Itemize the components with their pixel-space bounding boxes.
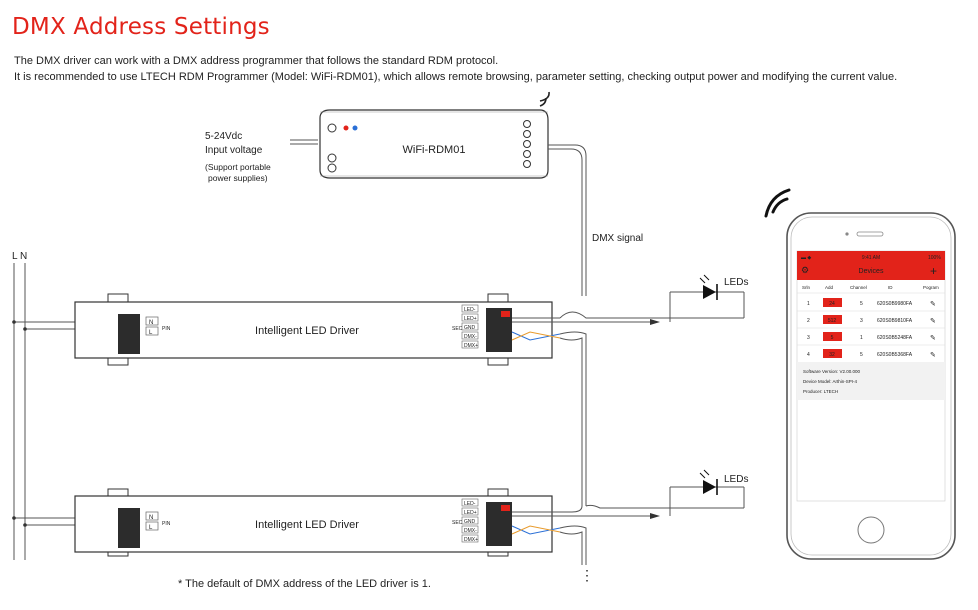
info-producer: Producer: LTECH <box>803 389 838 394</box>
edit-icon: ✎ <box>930 335 936 342</box>
phone-battery: 100% <box>928 255 941 261</box>
power-supply-label: 5-24Vdc Input voltage (Support portable … <box>205 131 318 183</box>
dmx-signal-label: DMX signal <box>592 233 643 244</box>
svg-text:1: 1 <box>807 301 810 307</box>
power-note-1: (Support portable <box>205 162 271 172</box>
dmx-cable <box>548 144 587 296</box>
driver-1-sec-tag: SEC <box>452 326 463 332</box>
driver-2-dmx-minus: DMX- <box>464 528 477 534</box>
footnote: * The default of DMX address of the LED … <box>178 578 431 590</box>
svg-text:512: 512 <box>828 318 837 324</box>
driver-1-input-n: N <box>149 320 153 326</box>
page-title: DMX Address Settings <box>12 14 270 40</box>
col-add: Add <box>825 285 834 290</box>
wifi-rdm01-programmer: WiFi-RDM01 <box>319 109 549 179</box>
col-srln: Srln <box>802 285 810 290</box>
driver-1-led-minus: LED- <box>464 307 476 313</box>
driver-2-gnd: GND <box>464 519 476 525</box>
svg-text:620S0B9980FA: 620S0B9980FA <box>877 301 913 307</box>
col-program: Pogram <box>923 285 939 290</box>
settings-gear-icon[interactable]: ⚙ <box>801 265 809 275</box>
driver-1-wiring <box>511 291 745 506</box>
led-driver-2: Intelligent LED Driver N L PIN LED- LED+… <box>74 488 553 557</box>
led-icon <box>699 469 718 495</box>
svg-text:4: 4 <box>807 352 810 358</box>
svg-text:2: 2 <box>807 318 810 324</box>
svg-text:3: 3 <box>807 335 810 341</box>
svg-text:3: 3 <box>860 318 863 324</box>
svg-text:620S0B9810FA: 620S0B9810FA <box>877 318 913 324</box>
phone-screen-title: Devices <box>859 268 884 275</box>
driver-1-led-plus: LED+ <box>464 316 477 322</box>
intro-line-1: The DMX driver can work with a DMX addre… <box>14 55 499 67</box>
driver-2-dmx-plus: DMX+ <box>464 537 478 543</box>
edit-icon: ✎ <box>930 352 936 359</box>
phone-time: 9:41 AM <box>862 255 880 261</box>
device-row[interactable]: 2 512 3 620S0B9810FA ✎ <box>797 315 945 329</box>
programmer-name: WiFi-RDM01 <box>403 144 466 156</box>
driver-1-dmx-plus: DMX+ <box>464 343 478 349</box>
driver-2-pin-tag: PIN <box>162 521 171 527</box>
power-input-label: Input voltage <box>205 145 263 156</box>
info-device-model: Device Model: Arthin-SPI-4 <box>803 379 858 384</box>
driver-2-input-l: L <box>149 525 153 531</box>
leds-label-2: LEDs <box>724 474 748 485</box>
driver-1-name: Intelligent LED Driver <box>255 325 359 337</box>
svg-text:24: 24 <box>829 301 835 307</box>
svg-text:5: 5 <box>860 352 863 358</box>
driver-1-gnd: GND <box>464 325 476 331</box>
col-channel: Channel <box>850 285 867 290</box>
power-voltage: 5-24Vdc <box>205 131 242 142</box>
device-row[interactable]: 3 5 1 620S0B5248FA ✎ <box>797 332 945 346</box>
svg-text:5: 5 <box>831 335 834 341</box>
driver-1-pin-tag: PIN <box>162 326 171 332</box>
edit-icon: ✎ <box>930 301 936 308</box>
smartphone: ▬ ◆ 9:41 AM 100% ⚙ Devices + Srln Add Ch… <box>786 212 956 560</box>
programmer-wifi-icon <box>539 91 550 107</box>
leds-label-1: LEDs <box>724 277 748 288</box>
phone-signal-icon: ▬ ◆ <box>801 255 811 261</box>
svg-text:1: 1 <box>860 335 863 341</box>
led-icon <box>699 274 718 300</box>
col-id: ID <box>888 285 893 290</box>
mains-label: L N <box>12 251 27 262</box>
edit-icon: ✎ <box>930 318 936 325</box>
driver-2-name: Intelligent LED Driver <box>255 519 359 531</box>
device-row[interactable]: 1 24 5 620S0B9980FA ✎ <box>797 298 945 312</box>
driver-2-led-plus: LED+ <box>464 510 477 516</box>
intro-line-2: It is recommended to use LTECH RDM Progr… <box>14 71 898 83</box>
svg-text:620S0B5368FA: 620S0B5368FA <box>877 352 913 358</box>
driver-2-input-n: N <box>149 515 153 521</box>
driver-2-sec-tag: SEC <box>452 520 463 526</box>
svg-text:5: 5 <box>860 301 863 307</box>
phone-wifi-icon <box>764 188 791 218</box>
driver-1-dmx-minus: DMX- <box>464 334 477 340</box>
driver-1-input-l: L <box>149 330 153 336</box>
power-note-2: power supplies) <box>208 173 268 183</box>
info-software-version: Software Version: V2.00.000 <box>803 369 861 374</box>
driver-2-led-minus: LED- <box>464 501 476 507</box>
device-row[interactable]: 4 32 5 620S0B5368FA ✎ <box>807 349 936 359</box>
more-drivers-ellipsis: ⋮ <box>580 567 594 583</box>
led-driver-1: Intelligent LED Driver N L PIN LED- LED+… <box>74 293 553 366</box>
svg-text:32: 32 <box>829 352 835 358</box>
svg-text:620S0B5248FA: 620S0B5248FA <box>877 335 913 341</box>
add-device-icon[interactable]: + <box>930 264 937 278</box>
